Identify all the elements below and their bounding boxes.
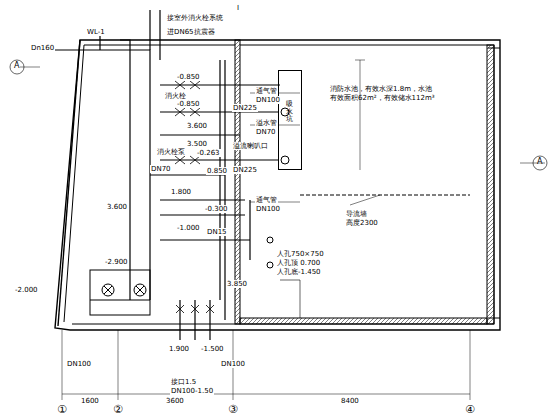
drawing-label: DN100 [220, 360, 246, 368]
drawing-label: 进DN65抗震器 [166, 28, 216, 36]
drawing-label: 溢水管 [255, 119, 278, 127]
drawing-label: 溢流喇叭口 [232, 142, 269, 150]
drawing-label: 3600 [165, 397, 185, 405]
drawing-label: DN225 [232, 166, 258, 174]
drawing-label: 3.850 [226, 280, 248, 288]
drawing-label: -0.850 [176, 73, 201, 81]
drawing-label: 3.500 [186, 140, 208, 148]
axis-label: ③ [227, 404, 239, 416]
drawing-label: DN70 [150, 165, 172, 173]
drawing-label: WL-1 [86, 28, 106, 36]
drawing-label: 0.850 [206, 167, 228, 175]
drawing-label: DN225 [232, 104, 258, 112]
drawing-label: 消火栓泵 [156, 148, 186, 156]
axis-label: ① [56, 404, 68, 416]
drawing-label: A [536, 158, 543, 166]
drawing-label: DN100 [255, 96, 281, 104]
drawing-label: -0.850 [176, 100, 201, 108]
drawing-label: 3.600 [186, 122, 208, 130]
drawing-label: -2.000 [14, 286, 39, 294]
drawing-label: 1600 [80, 397, 100, 405]
drawing-label: Dn160 [30, 44, 55, 52]
node-text: 消防水池，有效水深1.8m，水池有效面积62m²，有效储水112m³ [330, 85, 435, 103]
water-tank: 消防水池，有效水深1.8m，水池有效面积62m²，有效储水112m³ 吸水坑 [240, 45, 487, 318]
drawing-label: DN100 [255, 205, 281, 213]
drawing-label: 通气管 [255, 196, 278, 204]
drawing-label: DN100 [66, 360, 92, 368]
node-text: 吸水坑 [286, 101, 293, 124]
drawing-label: 导流墙 [345, 210, 368, 218]
drawing-label: 接口1.5 [170, 378, 197, 386]
drawing-label: 消火栓 [164, 92, 187, 100]
drawing-label: 通气管 [255, 87, 278, 95]
drawing-label: 人孔顶 0.700 [276, 259, 321, 267]
axis-label: ④ [464, 404, 476, 416]
drawing-label: DN70 [255, 128, 277, 136]
drawing-label: I [236, 4, 240, 12]
drawing-label: DN15 [206, 228, 228, 236]
drawing-label: 8400 [340, 397, 360, 405]
drawing-label: -1.500 [200, 345, 225, 353]
drawing-label: 接室外消火栓系统 [166, 14, 224, 22]
drawing-label: -2.900 [104, 258, 129, 266]
drawing-label: A [13, 62, 20, 70]
drawing-label: -0.300 [204, 205, 229, 213]
axis-label: ② [112, 404, 124, 416]
drawing-label: -1.000 [176, 224, 201, 232]
drawing-label: 1.800 [170, 188, 192, 196]
drawing-label: 人孔底-1.450 [276, 268, 322, 276]
drawing-label: DN100-1.50 [170, 387, 214, 395]
drawing-label: 高度2300 [345, 219, 379, 227]
drawing-label: 人孔750×750 [276, 250, 325, 258]
drawing-label: -0.263 [196, 149, 221, 157]
drawing-label: 3.600 [106, 203, 128, 211]
drawing-label: 1.900 [168, 345, 190, 353]
suction-pit: 吸水坑 [278, 70, 302, 170]
